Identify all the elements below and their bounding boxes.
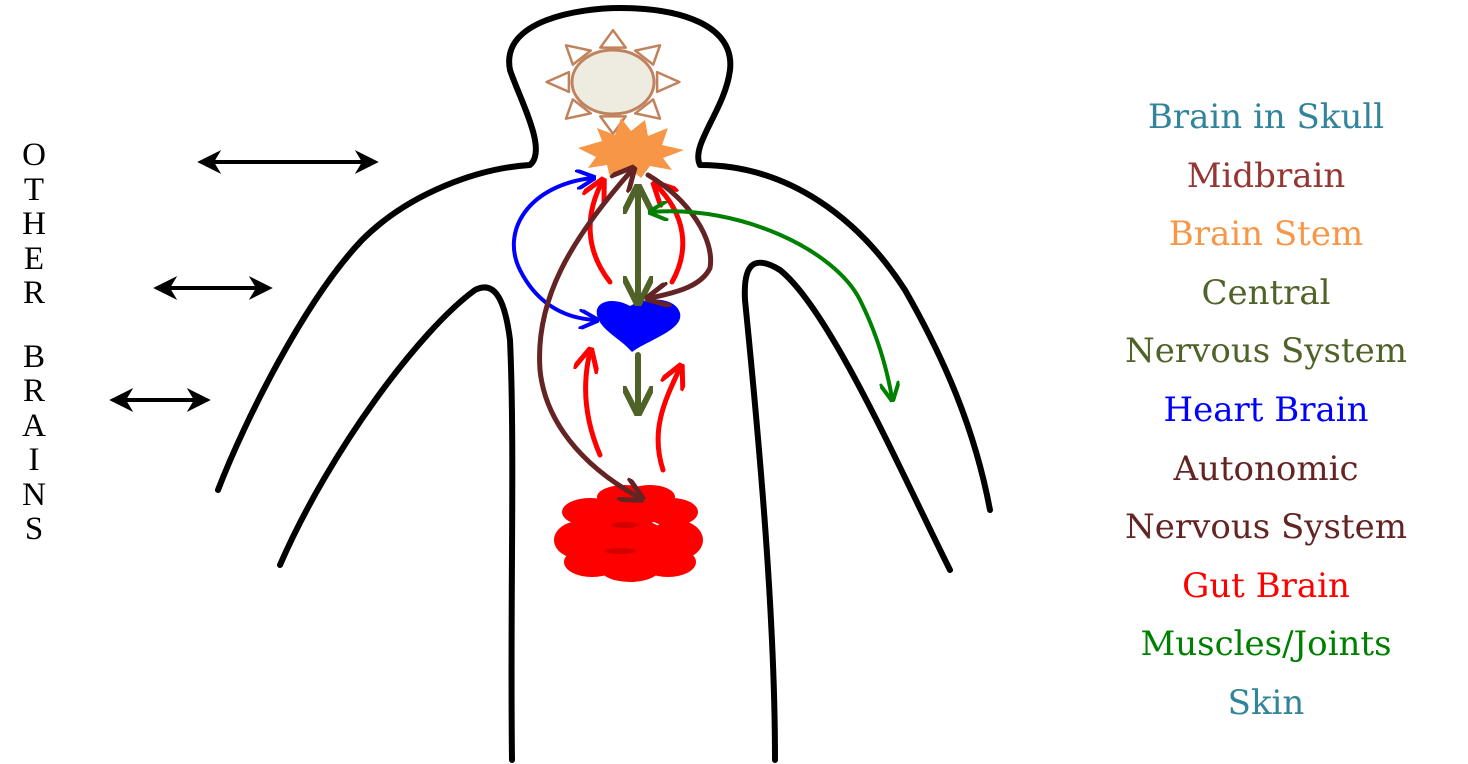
legend-item: Gut Brain <box>1182 557 1350 616</box>
legend-item: Brain Stem <box>1169 205 1363 264</box>
side-label-letter: B <box>23 340 45 375</box>
side-label-letter: O <box>22 138 46 173</box>
legend-item: Nervous System <box>1125 322 1407 381</box>
legend-item: Muscles/Joints <box>1140 615 1391 674</box>
legend-item: Central <box>1201 264 1330 323</box>
sun-ray <box>547 72 569 92</box>
side-label-letter: S <box>25 512 43 547</box>
brain-in-skull-icon <box>547 30 680 134</box>
right-inner-arm-outline <box>745 263 950 760</box>
side-label-letter: R <box>23 374 45 409</box>
sun-ray <box>600 30 625 47</box>
heart-brain-arrow <box>514 178 595 320</box>
side-label-letter: R <box>23 276 45 311</box>
side-arrows <box>114 162 374 400</box>
gut-brain-icon <box>554 485 703 582</box>
side-label-letter: A <box>22 409 46 444</box>
side-label-letter: E <box>24 242 44 277</box>
side-label-letter: I <box>29 443 40 478</box>
muscles-joints-arrow <box>652 211 892 398</box>
side-label-letter: H <box>22 207 46 242</box>
legend-item: Nervous System <box>1125 498 1407 557</box>
legend-item: Skin <box>1228 674 1305 733</box>
legend-item: Autonomic <box>1173 440 1358 499</box>
side-label-letter: T <box>24 173 44 208</box>
heart-brain-icon <box>597 300 681 352</box>
legend-item: Midbrain <box>1187 147 1346 206</box>
legend-item: Heart Brain <box>1163 381 1368 440</box>
sun-ray <box>657 72 679 92</box>
side-label-letter: N <box>22 478 46 513</box>
left-inner-arm-outline <box>280 287 512 760</box>
legend-item: Brain in Skull <box>1148 88 1384 147</box>
